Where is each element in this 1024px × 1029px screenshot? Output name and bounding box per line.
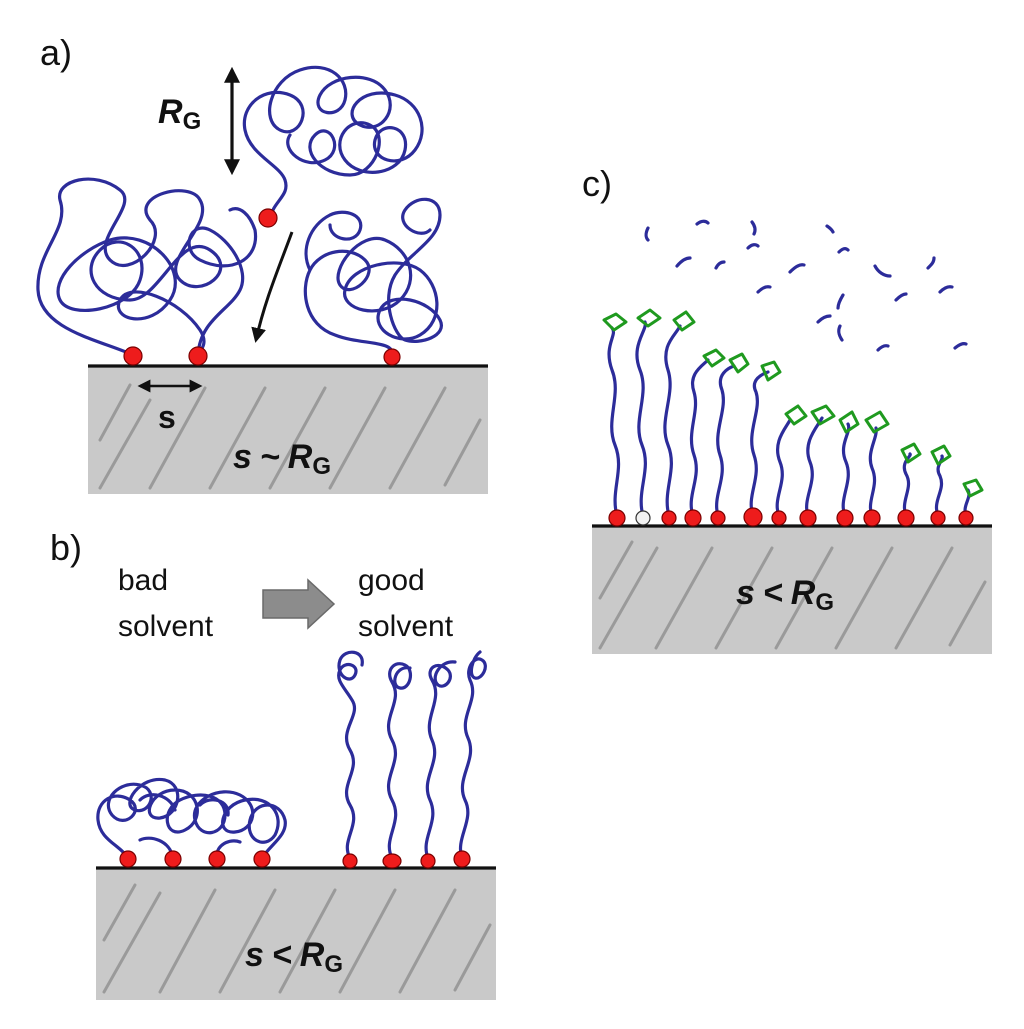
anchor-bead-empty [635,510,651,526]
panel-a-coil-right [303,197,443,357]
anchor-bead [420,853,436,869]
good-solvent-line2: solvent [358,610,454,643]
panel-b-substrate [96,866,496,1000]
end-group-marker [838,410,860,434]
panel-c-substrate [592,524,992,654]
panel-b: b) bad solvent good solvent [50,527,496,1000]
panel-c-cleaved-fragments [644,219,968,352]
anchor-bead [453,850,471,868]
anchor-bead [208,850,226,868]
panel-c-relation: s<RG [736,574,834,616]
anchor-bead [608,509,626,527]
good-solvent-line1: good [358,564,425,597]
panel-b-stretched-chain [386,662,413,860]
panel-c-brush [602,308,984,518]
anchor-bead [771,510,787,526]
panel-a-label: a) [40,32,72,73]
solvent-transition-arrow [262,578,336,630]
anchor-bead [383,348,401,366]
rg-label: RG [158,93,201,135]
anchor-bead [188,346,208,366]
bad-solvent-line2: solvent [118,610,214,643]
end-group-marker [728,352,750,374]
panel-a-coil-top [242,65,424,219]
anchor-bead [958,510,974,526]
end-group-marker [810,404,836,426]
panel-b-stretched-chain [424,660,457,860]
bad-solvent-line1: bad [118,564,168,597]
anchor-bead [897,509,915,527]
panel-a-coil-mid [187,207,258,357]
end-group-marker [864,410,890,434]
anchor-bead [836,509,854,527]
anchor-bead [930,510,946,526]
anchor-bead [863,509,881,527]
anchor-bead [661,510,677,526]
free-chain-end-bead [258,208,278,228]
panel-b-hatching [102,883,492,994]
panel-c-anchors [608,507,974,527]
panel-c-hatching [598,540,987,650]
anchor-bead [253,850,271,868]
panel-a-coil-left [36,177,223,357]
anchor-bead [743,507,763,527]
panel-b-stretched-chain [337,650,364,860]
end-group-marker [784,404,808,426]
end-group-marker [962,478,984,498]
panel-b-collapsed-brush [96,777,287,860]
spacing-label: s [158,399,176,435]
anchor-bead [382,853,402,869]
anchor-bead [710,510,726,526]
end-group-marker [900,442,922,464]
panel-a-anchors [123,208,401,366]
panel-a-relation: s~RG [233,438,331,480]
end-group-marker [602,312,628,332]
panel-b-relation: s<RG [245,936,343,978]
panel-b-stretched-chain [458,650,487,860]
anchor-bead [799,509,817,527]
anchor-bead [123,346,143,366]
panel-c: c) [582,163,992,654]
anchor-bead [119,850,137,868]
end-group-marker [930,444,952,466]
panel-a: a) [36,32,488,494]
panel-b-anchors [119,850,471,869]
end-group-marker [636,308,662,328]
anchor-bead [164,850,182,868]
end-group-marker [760,360,782,382]
end-group-marker [702,348,726,368]
panel-b-label: b) [50,527,82,568]
panel-c-label: c) [582,163,612,204]
anchor-bead [684,509,702,527]
panel-a-hatching [98,383,482,490]
end-group-marker [672,310,696,332]
adsorption-arrow [251,231,294,343]
anchor-bead [342,853,358,869]
